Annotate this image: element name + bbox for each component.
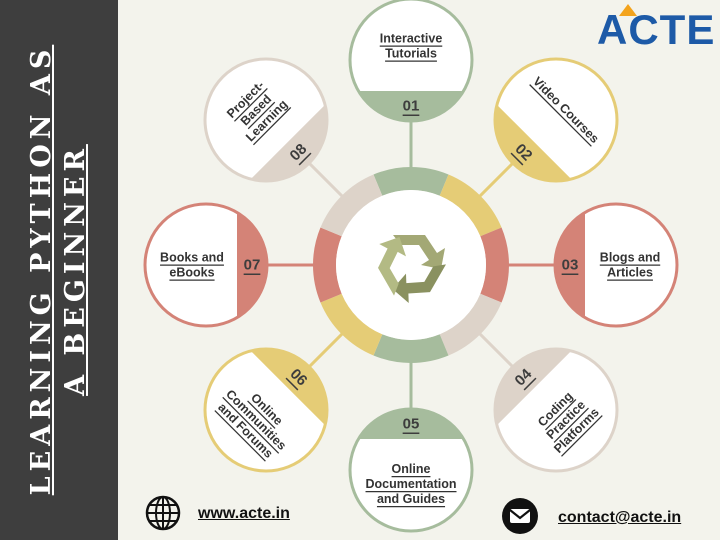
recycle-arrow-2 bbox=[392, 264, 446, 303]
node-outline bbox=[143, 202, 269, 328]
ring-segment-7 bbox=[313, 227, 342, 303]
node-outline bbox=[493, 57, 619, 183]
node-label-line: Tutorials bbox=[385, 47, 437, 61]
ring-segment-4 bbox=[439, 293, 502, 356]
node-outline bbox=[493, 347, 619, 473]
node-outline bbox=[553, 202, 679, 328]
node-label-line: eBooks bbox=[169, 266, 214, 280]
node-label-line: Documentation bbox=[366, 477, 457, 491]
ring-segment-1 bbox=[373, 167, 449, 196]
ring-segment-3 bbox=[480, 227, 509, 303]
center-disc bbox=[336, 190, 486, 340]
node-label-line: Books and bbox=[160, 251, 224, 265]
node-circle bbox=[350, 0, 472, 121]
node-label-line: Blogs and bbox=[600, 251, 660, 265]
recycle-arrow-1 bbox=[393, 235, 445, 269]
ring-segment-8 bbox=[320, 174, 383, 237]
node-number: 05 bbox=[403, 416, 420, 433]
node-label-line: Articles bbox=[607, 266, 653, 280]
mail-icon bbox=[502, 498, 538, 534]
node-number: 07 bbox=[244, 257, 261, 274]
globe-icon bbox=[145, 495, 181, 531]
website-link[interactable]: www.acte.in bbox=[198, 505, 290, 522]
node-band bbox=[237, 204, 267, 326]
node-outline bbox=[348, 0, 474, 123]
ring-segment-5 bbox=[373, 334, 449, 363]
node-circle bbox=[555, 204, 677, 326]
node-band bbox=[555, 204, 585, 326]
center-ring bbox=[313, 167, 509, 363]
node-circle bbox=[350, 409, 472, 531]
node-label-line: and Guides bbox=[377, 492, 445, 506]
node-outline bbox=[203, 57, 329, 183]
node-label-line: Online bbox=[392, 462, 431, 476]
email-link[interactable]: contact@acte.in bbox=[558, 509, 682, 526]
node-circle bbox=[145, 204, 267, 326]
node-outline bbox=[203, 347, 329, 473]
ring-segment-2 bbox=[439, 174, 502, 237]
ring-segment-6 bbox=[320, 293, 383, 356]
logo-text: ACTE bbox=[597, 6, 716, 53]
node-label-line: Interactive bbox=[380, 32, 443, 46]
logo-accent bbox=[619, 4, 637, 16]
node-number: 01 bbox=[403, 98, 420, 115]
node-number: 03 bbox=[562, 257, 579, 274]
sidebar: LEARNING PYTHON AS A BEGINNER bbox=[0, 0, 118, 540]
recycle-arrow-3 bbox=[378, 237, 406, 296]
recycle-icon bbox=[378, 235, 446, 303]
node-outline bbox=[348, 407, 474, 533]
acte-logo: ACTE bbox=[597, 4, 716, 54]
